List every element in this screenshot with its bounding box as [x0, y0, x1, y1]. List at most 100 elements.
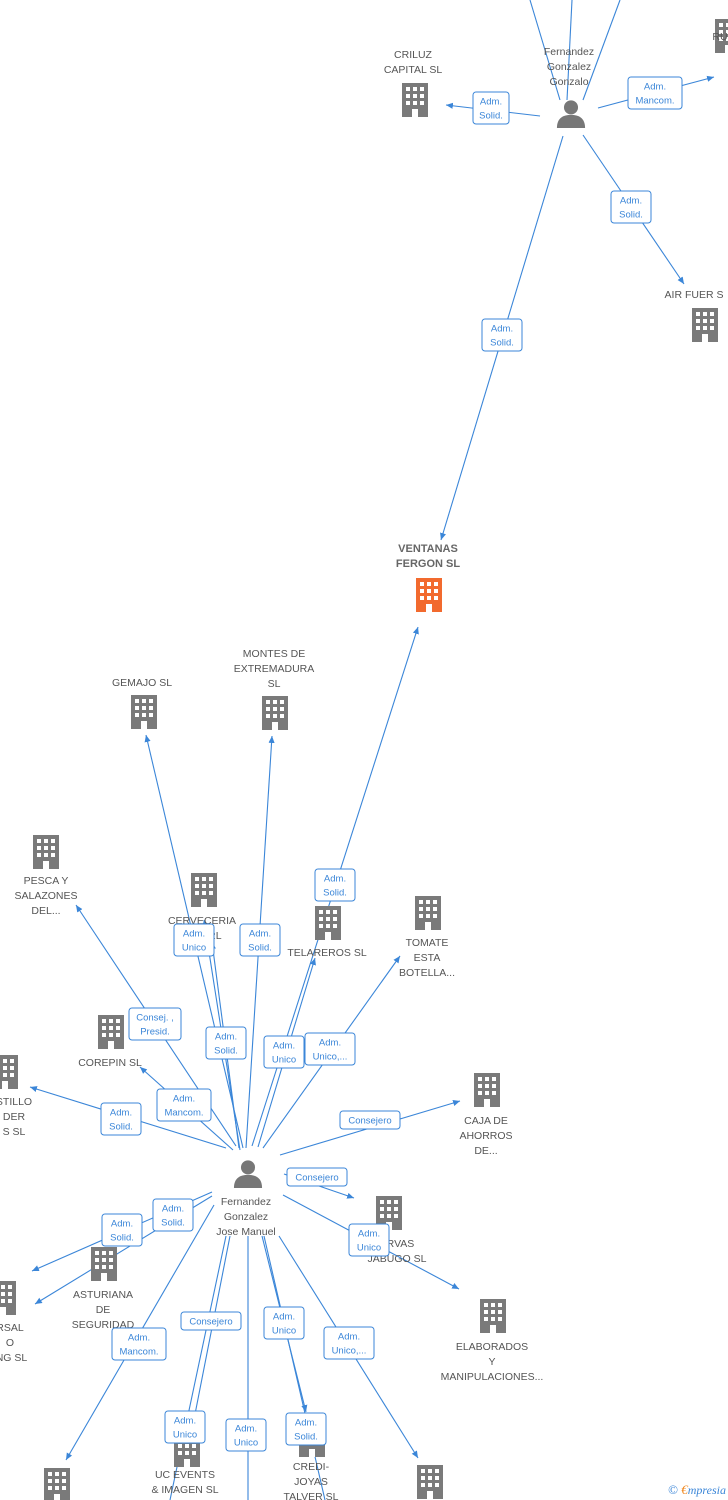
relation-badge[interactable]: Adm. Mancom.	[111, 1327, 167, 1361]
company-node-bottom_left[interactable]	[44, 1468, 70, 1500]
relation-badge-frame	[610, 190, 652, 224]
company-node-ru[interactable]: RU	[712, 19, 728, 53]
relation-badge[interactable]: Adm.Unico	[263, 1306, 305, 1340]
relation-badge-text: Adm.	[491, 324, 513, 335]
company-node-ucevents[interactable]: UC EVENTS& IMAGEN SL	[151, 1433, 219, 1496]
relation-badge[interactable]: Adm.Unico,...	[304, 1032, 356, 1066]
relation-badge-text: Adm.	[273, 1041, 295, 1052]
person-icon	[233, 1160, 263, 1188]
company-node-airfuer[interactable]: AIR FUER S	[665, 289, 724, 342]
relation-badge[interactable]: Consejero	[180, 1311, 242, 1331]
relation-badge-frame	[180, 1311, 242, 1331]
relation-badge[interactable]: Adm. Solid.	[152, 1198, 194, 1232]
node-label-line: CRILUZ	[394, 49, 433, 61]
building-icon	[0, 1281, 16, 1315]
brand-logo-initial: €	[681, 1482, 688, 1497]
relation-badge[interactable]: Adm.Solid.	[285, 1412, 327, 1446]
relation-badge[interactable]: Consejero	[339, 1110, 401, 1130]
node-label-line: Gonzalez	[547, 61, 591, 73]
relation-badge-text: Solid.	[323, 888, 347, 899]
relation-badge[interactable]: Adm.Solid.	[314, 868, 356, 902]
relation-badge-text: Consejero	[348, 1116, 391, 1127]
relation-badge[interactable]: Consejero	[286, 1167, 348, 1187]
relation-badge[interactable]: Adm. Solid.	[472, 91, 510, 125]
relation-badge[interactable]: Adm.Mancom.	[627, 76, 683, 110]
building-icon	[44, 1468, 70, 1500]
relation-badge[interactable]: Adm.Unico	[173, 923, 215, 957]
relation-badge[interactable]: Adm.Unico	[225, 1418, 267, 1452]
relation-badge-text: Adm.	[162, 1204, 184, 1215]
relation-badge-text: Solid.	[248, 943, 272, 954]
relation-edge	[529, 0, 561, 101]
relation-badge-text: Solid.	[479, 111, 503, 122]
relation-badge-text: Adm.	[111, 1219, 133, 1230]
node-label-line: Gonzalo	[549, 76, 588, 88]
building-icon	[191, 873, 217, 907]
node-label-line: MONTES DE	[243, 648, 305, 660]
building-icon	[692, 308, 718, 342]
company-node-tomate[interactable]: TOMATEESTABOTELLA...	[399, 896, 455, 979]
relation-badge-text: Consej. ,	[136, 1013, 174, 1024]
company-node-corepin[interactable]: COREPIN SL	[78, 1015, 142, 1069]
relation-badge[interactable]: Adm.Solid.	[481, 318, 523, 352]
relation-badge[interactable]: Adm.Solid.	[239, 923, 281, 957]
relation-badge-text: Unico,...	[332, 1346, 367, 1357]
copyright-symbol: ©	[668, 1482, 679, 1497]
building-icon	[417, 1465, 443, 1499]
node-label-line: TALVER SL	[283, 1491, 338, 1500]
relation-badge[interactable]: Adm.Unico	[348, 1223, 390, 1257]
relation-badge[interactable]: Adm.Unico	[263, 1035, 305, 1069]
relation-badge-frame	[285, 1412, 327, 1446]
relation-badge[interactable]: Adm.Unico	[164, 1410, 206, 1444]
node-label-line: UC EVENTS	[155, 1469, 215, 1481]
node-label-line: CREDI-	[293, 1461, 330, 1473]
relation-badge-text: Adm.	[235, 1424, 257, 1435]
company-node-castillo[interactable]: STILLODERS SL	[0, 1055, 32, 1138]
relation-badge-frame	[205, 1026, 247, 1060]
company-node-sucursal[interactable]: RSALOING SL	[0, 1281, 27, 1364]
building-icon	[131, 695, 157, 729]
node-label-line: PESCA Y	[24, 875, 69, 887]
relation-badge-text: Adm.	[183, 929, 205, 940]
relation-badge-frame	[152, 1198, 194, 1232]
relation-badge-text: Mancom.	[119, 1347, 158, 1358]
node-label-line: DE...	[474, 1145, 497, 1157]
person-icon	[556, 100, 586, 128]
company-node-elaborados[interactable]: ELABORADOSYMANIPULACIONES...	[441, 1299, 544, 1383]
brand-logo-text: mpresia	[687, 1483, 726, 1497]
node-label-line: Fernandez	[544, 46, 594, 58]
relation-badge[interactable]: Adm.Solid.	[610, 190, 652, 224]
node-label-line: Fernandez	[221, 1196, 271, 1208]
relation-badge-frame	[239, 923, 281, 957]
relation-badge-text: Adm.	[273, 1312, 295, 1323]
relation-badge-text: Solid.	[161, 1218, 185, 1229]
relation-badge[interactable]: Adm.Solid.	[101, 1213, 143, 1247]
node-label-line: AHORROS	[459, 1130, 512, 1142]
node-label-line: GEMAJO SL	[112, 677, 172, 689]
node-label-line: SALAZONES	[14, 890, 77, 902]
relation-badge-text: Adm.	[358, 1229, 380, 1240]
relation-badge-frame	[323, 1326, 375, 1360]
relation-badge-text: Adm.	[480, 97, 502, 108]
company-node-gemajo[interactable]: GEMAJO SL	[112, 677, 172, 729]
company-node-caja[interactable]: CAJA DEAHORROSDE...	[459, 1073, 513, 1157]
relation-badge[interactable]: Adm.Unico,...	[323, 1326, 375, 1360]
relation-badge-text: Adm.	[128, 1333, 150, 1344]
relation-badge[interactable]: Adm.Solid.	[100, 1102, 142, 1136]
node-label-line: BOTELLA...	[399, 967, 455, 979]
company-node-pesca[interactable]: PESCA YSALAZONESDEL...	[14, 835, 78, 917]
company-node-bottom_right[interactable]	[417, 1465, 443, 1499]
relation-badge-text: Adm.	[173, 1094, 195, 1105]
relation-badge[interactable]: Adm.Mancom.	[156, 1088, 212, 1122]
relation-badge[interactable]: Consej. ,Presid.	[128, 1007, 182, 1041]
relation-badge[interactable]: Adm.Solid.	[205, 1026, 247, 1060]
company-node-telareros[interactable]: TELAREROS SL	[287, 906, 367, 959]
relation-badge-frame	[627, 76, 683, 110]
